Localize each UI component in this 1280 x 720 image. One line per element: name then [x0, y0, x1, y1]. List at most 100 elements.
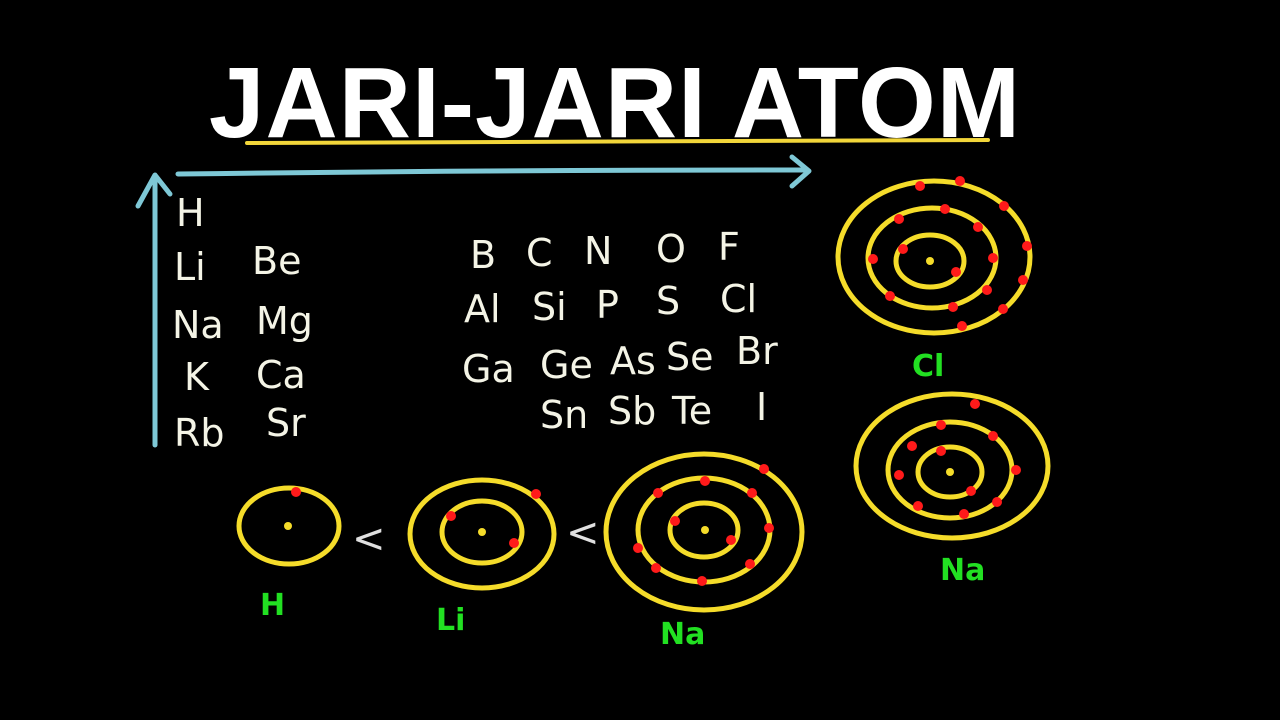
electron — [1018, 275, 1028, 285]
electron — [653, 488, 663, 498]
atom-na-right — [853, 391, 1051, 541]
element-h: H — [176, 191, 205, 235]
electron — [868, 254, 878, 264]
element-ca: Ca — [256, 353, 306, 397]
electron — [955, 176, 965, 186]
electron — [936, 420, 946, 430]
label-cl: Cl — [912, 349, 944, 384]
label-li: Li — [436, 603, 465, 638]
less-than-sign: < — [352, 516, 386, 562]
nucleus — [946, 468, 954, 476]
element-rb: Rb — [174, 411, 225, 455]
electron — [907, 441, 917, 451]
element-ga: Ga — [462, 347, 515, 391]
atom-na-bottom — [603, 451, 805, 613]
element-s: S — [656, 279, 680, 323]
electron — [633, 543, 643, 553]
electron — [894, 214, 904, 224]
right-block-elements: B C N O F Al Si P S Cl Ga Ge As Se Br Sn… — [462, 225, 778, 437]
element-cl: Cl — [720, 277, 757, 321]
element-sb: Sb — [608, 389, 656, 433]
nucleus — [701, 526, 709, 534]
element-sn: Sn — [540, 393, 588, 437]
element-o: O — [656, 227, 686, 271]
atom-li — [407, 477, 557, 591]
label-h: H — [260, 588, 285, 623]
element-k: K — [184, 355, 210, 399]
element-n: N — [584, 229, 612, 273]
element-te: Te — [671, 389, 712, 433]
nucleus — [284, 522, 292, 530]
electron — [940, 204, 950, 214]
element-c: C — [526, 231, 553, 275]
label-na-right: Na — [940, 553, 985, 588]
element-al: Al — [464, 287, 501, 331]
nucleus — [926, 257, 934, 265]
group-trend-arrow — [135, 172, 173, 448]
shell — [915, 444, 985, 500]
shell — [853, 391, 1051, 541]
electron — [291, 487, 301, 497]
electron — [973, 222, 983, 232]
electron — [764, 523, 774, 533]
element-si: Si — [532, 285, 567, 329]
shell — [439, 498, 525, 566]
shell — [236, 485, 342, 567]
shell — [603, 451, 805, 613]
label-na-bottom: Na — [660, 617, 705, 652]
electron — [915, 181, 925, 191]
electron — [509, 538, 519, 548]
element-sr: Sr — [266, 401, 306, 445]
element-na: Na — [172, 303, 224, 347]
electron — [745, 559, 755, 569]
electron — [913, 501, 923, 511]
element-as: As — [610, 339, 656, 383]
electron — [966, 486, 976, 496]
electron — [992, 497, 1002, 507]
electron — [999, 201, 1009, 211]
atom-cl — [835, 176, 1033, 336]
electron — [936, 446, 946, 456]
element-f: F — [718, 225, 740, 269]
electron — [959, 509, 969, 519]
electron — [998, 304, 1008, 314]
element-p: P — [596, 283, 619, 327]
electron — [970, 399, 980, 409]
shell — [893, 232, 967, 290]
element-mg: Mg — [256, 299, 313, 343]
electron — [670, 516, 680, 526]
element-b: B — [470, 233, 496, 277]
shell — [835, 178, 1033, 336]
element-i: I — [756, 385, 767, 429]
period-trend-arrow — [175, 154, 812, 189]
electron — [651, 563, 661, 573]
element-ge: Ge — [540, 343, 593, 387]
electron — [759, 464, 769, 474]
element-br: Br — [736, 329, 778, 373]
shell — [407, 477, 557, 591]
element-li: Li — [174, 245, 206, 289]
shell — [667, 500, 741, 560]
electron — [531, 489, 541, 499]
electron — [1011, 465, 1021, 475]
electron — [988, 431, 998, 441]
electron — [894, 470, 904, 480]
atom-h — [236, 485, 342, 567]
atom-labels: H Li Na Cl Na — [260, 349, 985, 652]
electron — [898, 244, 908, 254]
electron — [957, 321, 967, 331]
nucleus — [478, 528, 486, 536]
element-be: Be — [252, 239, 301, 283]
electron — [726, 535, 736, 545]
electron — [885, 291, 895, 301]
less-than-sign: < — [566, 510, 600, 556]
electron — [747, 488, 757, 498]
electron — [982, 285, 992, 295]
title-underline — [245, 138, 990, 145]
element-se: Se — [666, 335, 714, 379]
electron — [988, 253, 998, 263]
electron — [697, 576, 707, 586]
electron — [951, 267, 961, 277]
electron — [948, 302, 958, 312]
